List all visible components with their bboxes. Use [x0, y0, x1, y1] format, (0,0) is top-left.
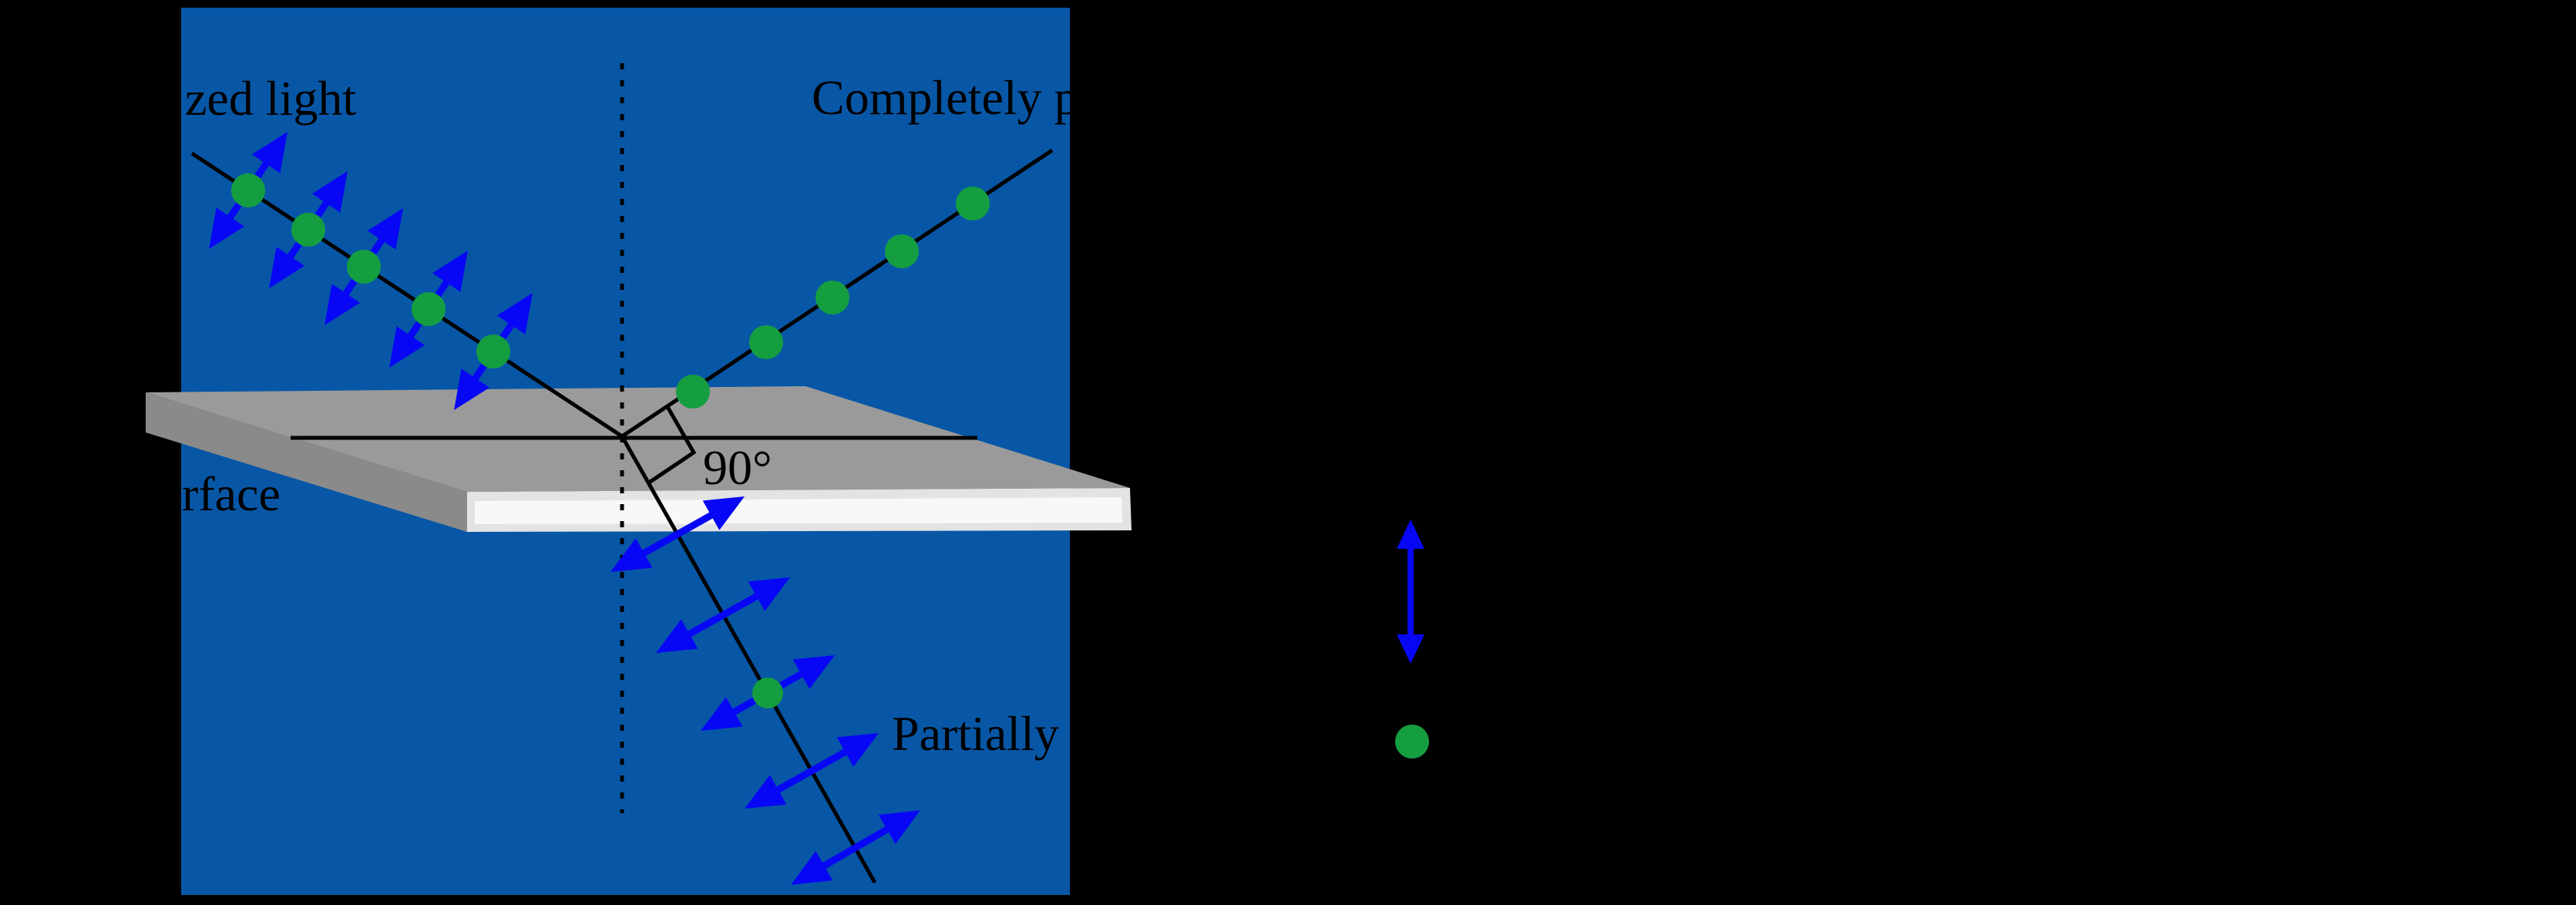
arrow-head	[325, 284, 361, 325]
refracted-ray	[620, 435, 877, 884]
arrow-head	[311, 171, 348, 213]
legend	[1395, 520, 1429, 759]
arrow-head	[610, 538, 653, 572]
arrow-head	[1397, 520, 1424, 549]
arrow-head	[878, 810, 920, 845]
arrow-shaft	[632, 506, 723, 562]
polarization-parallel-arrow	[610, 496, 745, 572]
arrow-head	[269, 247, 305, 288]
arrow-head	[389, 326, 425, 368]
arrow-head	[836, 733, 879, 767]
polarization-perpendicular-dot	[291, 213, 325, 247]
arrow-head	[745, 775, 787, 809]
polarization-perpendicular-dot	[412, 292, 446, 326]
arrow-head	[656, 619, 698, 653]
arrow-head	[702, 496, 745, 530]
arrow-head	[251, 132, 288, 173]
polarization-parallel-arrow	[791, 810, 920, 885]
polarization-parallel-arrow	[745, 733, 879, 809]
arrow-head	[748, 577, 790, 611]
arrow-head	[496, 293, 533, 335]
light-rays	[190, 132, 1054, 885]
partially-polarized-label: Partially	[892, 706, 1059, 761]
right-angle-mark	[647, 404, 697, 485]
arrow-head	[209, 207, 245, 249]
polarization-perpendicular-dot	[231, 173, 265, 207]
polarization-perpendicular-dot	[749, 325, 783, 359]
arrow-head	[792, 655, 835, 689]
slab-front-face-highlight	[475, 497, 1122, 524]
angle-label: 90°	[703, 440, 772, 495]
polarization-perpendicular-dot	[347, 250, 381, 284]
polarization-parallel-arrow	[656, 577, 790, 653]
unpolarized-light-label: zed light	[185, 71, 356, 126]
slab-left-edge-face	[146, 392, 467, 532]
arrow-shaft	[678, 587, 768, 643]
arrow-head	[791, 850, 833, 885]
arrow-shaft	[812, 820, 899, 875]
polarization-perpendicular-dot	[816, 281, 849, 315]
polarization-perpendicular-dot	[476, 335, 510, 368]
arrow-head	[367, 208, 403, 250]
incident-ray	[190, 151, 624, 439]
completely-polarized-label: Completely p	[812, 70, 1079, 125]
reflected-ray-group	[620, 148, 1054, 439]
text-labels: zed light Completely p rface 90° Partially	[182, 70, 1079, 761]
legend-perpendicular-dot	[1395, 725, 1429, 759]
refracted-ray-group	[610, 435, 920, 885]
polarization-perpendicular-dot	[752, 678, 783, 708]
arrow-shaft	[766, 743, 857, 799]
polarization-perpendicular-dot	[885, 234, 919, 268]
legend-parallel-arrow	[1397, 520, 1424, 664]
arrow-head	[454, 368, 490, 410]
surface-label: rface	[182, 466, 281, 521]
arrow-head	[432, 251, 468, 292]
arrow-head	[701, 697, 743, 731]
arrow-head	[1397, 634, 1424, 664]
polarization-perpendicular-dot	[956, 187, 990, 220]
incident-ray-group	[190, 132, 624, 439]
polarization-perpendicular-dot	[676, 375, 710, 409]
